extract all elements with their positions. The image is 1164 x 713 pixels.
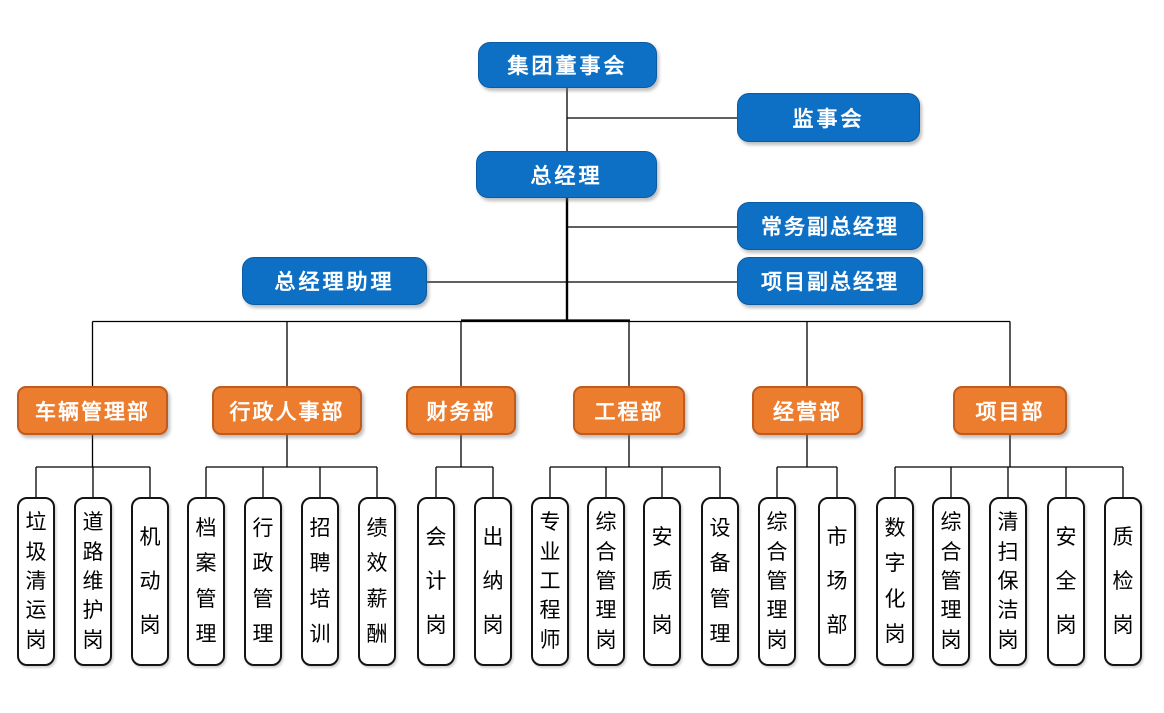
position-node: 设备管理 xyxy=(701,497,739,666)
node-board: 集团董事会 xyxy=(478,42,657,88)
dept-engineering: 工程部 xyxy=(573,386,685,435)
node-general-manager: 总经理 xyxy=(476,151,657,198)
position-node: 道路维护岗 xyxy=(74,497,112,666)
position-node: 市场部 xyxy=(818,497,856,666)
position-node: 会计岗 xyxy=(417,497,455,666)
position-node: 综合管理岗 xyxy=(932,497,970,666)
position-node: 数字化岗 xyxy=(876,497,914,666)
position-node: 垃圾清运岗 xyxy=(17,497,55,666)
position-node: 出纳岗 xyxy=(474,497,512,666)
node-supervisory-board: 监事会 xyxy=(737,93,920,142)
dept-vehicle-management: 车辆管理部 xyxy=(17,386,168,435)
dept-admin-hr: 行政人事部 xyxy=(212,386,362,435)
position-node: 综合管理岗 xyxy=(587,497,625,666)
position-node: 综合管理岗 xyxy=(758,497,796,666)
position-node: 绩效薪酬 xyxy=(358,497,396,666)
position-node: 行政管理 xyxy=(244,497,282,666)
position-node: 机动岗 xyxy=(131,497,169,666)
node-project-deputy-gm: 项目副总经理 xyxy=(737,257,923,305)
position-node: 清扫保洁岗 xyxy=(989,497,1027,666)
dept-project: 项目部 xyxy=(953,386,1067,435)
position-node: 档案管理 xyxy=(187,497,225,666)
dept-operations: 经营部 xyxy=(752,386,863,435)
position-node: 招聘培训 xyxy=(301,497,339,666)
dept-finance: 财务部 xyxy=(406,386,516,435)
node-gm-assistant: 总经理助理 xyxy=(242,257,427,305)
position-node: 专业工程师 xyxy=(531,497,569,666)
node-executive-deputy-gm: 常务副总经理 xyxy=(737,202,923,250)
position-node: 安质岗 xyxy=(643,497,681,666)
position-node: 安全岗 xyxy=(1047,497,1085,666)
position-node: 质检岗 xyxy=(1104,497,1142,666)
